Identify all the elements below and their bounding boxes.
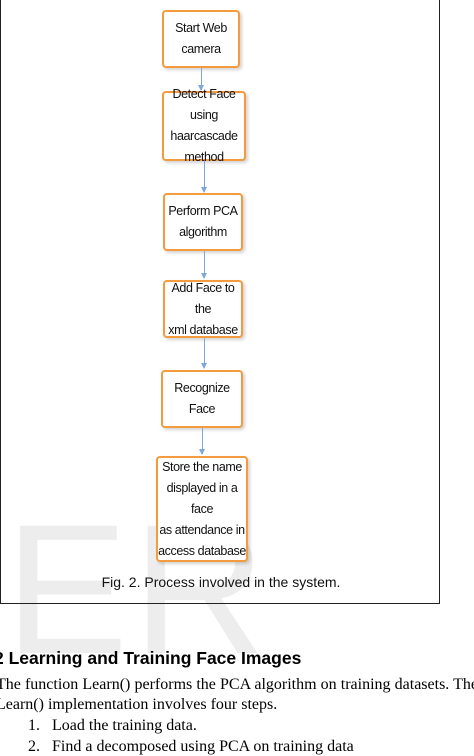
list-item-number: 2. [28, 738, 40, 755]
list-item: 2.Find a decomposed using PCA on trainin… [0, 738, 354, 756]
flow-arrow [198, 68, 204, 91]
flow-arrow [201, 161, 207, 193]
flow-step-add-face: Add Face to the xml database [163, 280, 243, 338]
flow-arrow [201, 251, 207, 279]
figure-frame: Start Web camera Detect Face using haarc… [0, 0, 440, 604]
flow-step-detect-face: Detect Face using haarcascade method [162, 87, 246, 164]
list-item-number: 1. [28, 717, 40, 734]
flow-step-recognize-face: Recognize Face [161, 370, 243, 428]
flow-arrow [201, 338, 207, 369]
list-item: 1. Load the training data. [0, 717, 197, 735]
flow-step-pca: Perform PCA algorithm [163, 193, 243, 251]
section-heading: 2 Learning and Training Face Images [0, 648, 302, 668]
list-item-text: Load the training data. [52, 717, 197, 734]
flow-step-store-attendance: Store the name displayed in a face as at… [156, 456, 248, 562]
flow-arrow [199, 428, 205, 455]
figure-caption: Fig. 2. Process involved in the system. [101, 574, 341, 590]
section-paragraph: The function Learn() performs the PCA al… [0, 676, 474, 713]
flow-step-start-webcam: Start Web camera [162, 10, 240, 68]
